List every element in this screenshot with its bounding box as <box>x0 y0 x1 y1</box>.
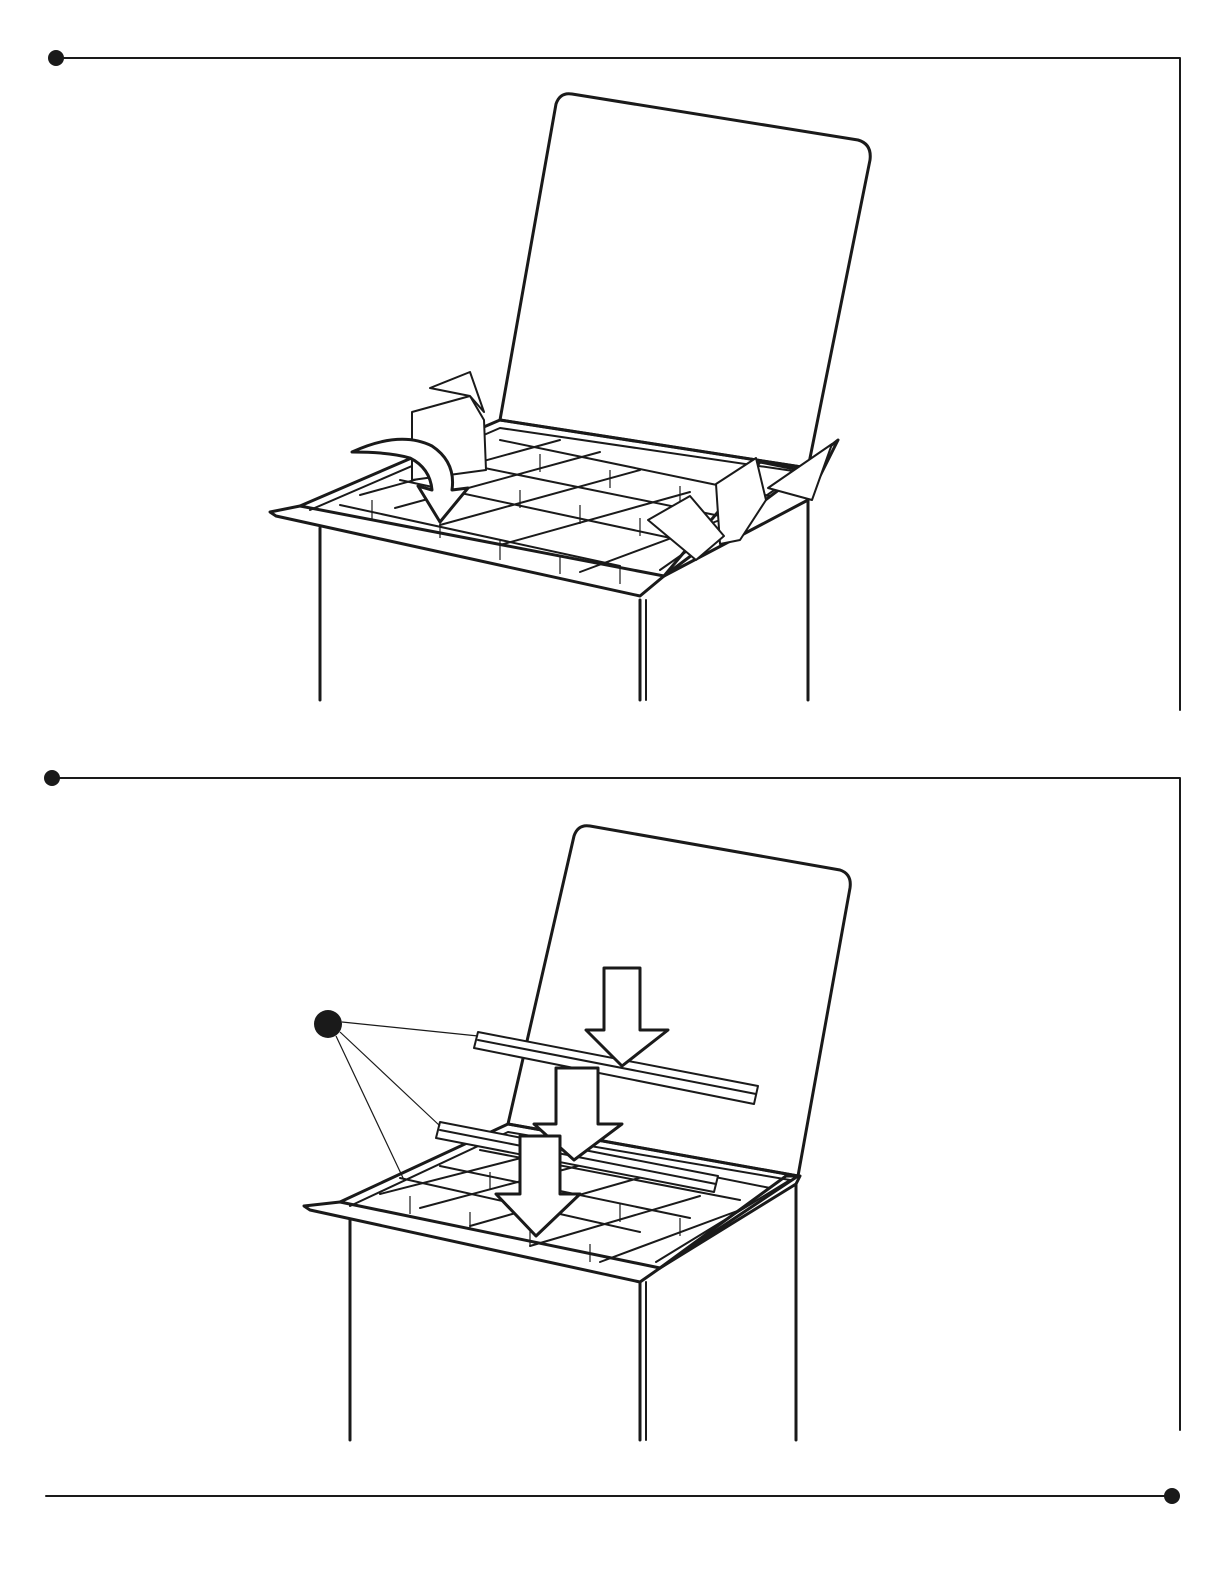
box-back-lid <box>500 94 870 468</box>
callout-group <box>314 1010 478 1180</box>
panel-step-1 <box>48 50 1180 710</box>
partition-tab-right <box>716 458 766 544</box>
box-illustration-2 <box>304 826 850 1440</box>
box-front-flap-2 <box>304 1202 660 1282</box>
box-illustration-1 <box>270 94 870 700</box>
callout-dot-icon <box>314 1010 342 1038</box>
box-front-flap <box>270 506 664 596</box>
footer-marker-dot-icon <box>1164 1488 1180 1504</box>
step-1-marker-dot-icon <box>48 50 64 66</box>
step-2-marker-dot-icon <box>44 770 60 786</box>
page-footer-rule <box>46 1488 1180 1504</box>
panel-step-2 <box>44 770 1180 1440</box>
